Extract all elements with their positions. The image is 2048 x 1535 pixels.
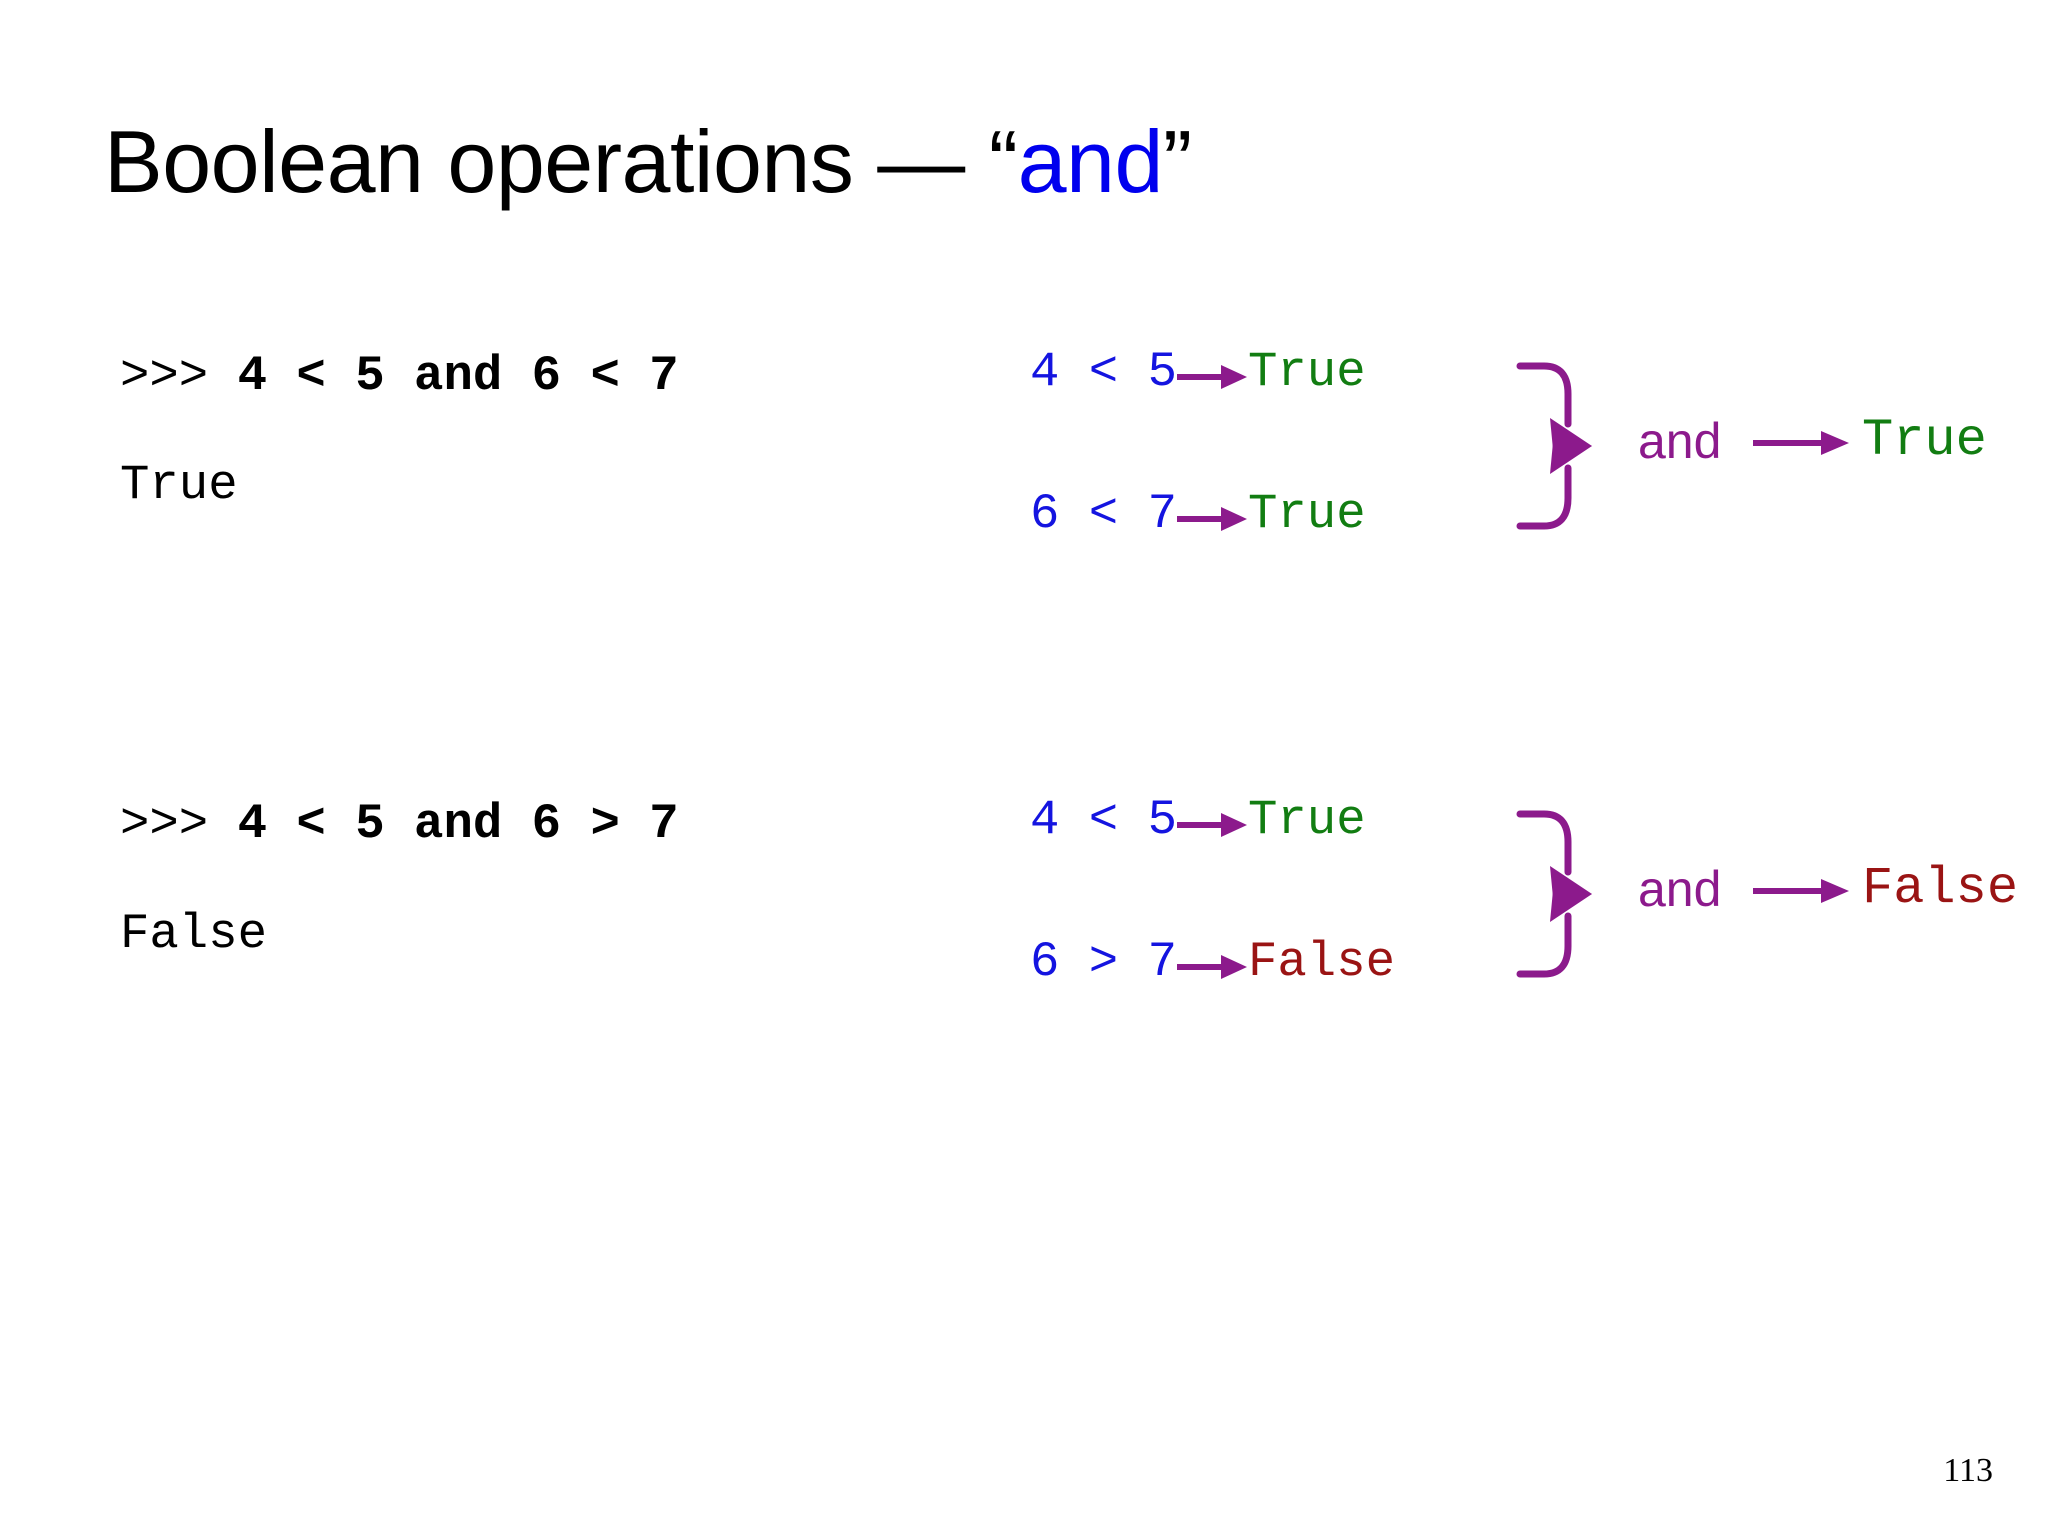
arrow-right-icon [1177, 507, 1247, 531]
diagram1-operator-label: and [1638, 413, 1722, 469]
diagram1-expression-bottom: 6 < 7 [1030, 486, 1178, 542]
diagram1-result-bottom: True [1248, 486, 1366, 542]
evaluation-diagram-2: 4 < 5 True 6 > 7 False and False [1030, 788, 2030, 1008]
console-code-1: 4 < 5 and 6 < 7 [237, 348, 679, 404]
diagram2-expression-bottom: 6 > 7 [1030, 934, 1178, 990]
diagram2-result-bottom: False [1248, 934, 1396, 990]
diagram2-operator-label: and [1638, 861, 1722, 917]
diagram2-result-top: True [1248, 792, 1366, 848]
title-suffix-text: ” [1162, 112, 1192, 211]
diagram2-expression-top: 4 < 5 [1030, 792, 1178, 848]
arrow-right-icon [1753, 431, 1849, 455]
arrow-right-icon [1177, 955, 1247, 979]
brace-converge-icon [1516, 810, 1592, 978]
console-output-1: True [120, 457, 238, 513]
arrow-right-icon [1753, 879, 1849, 903]
page-title: Boolean operations — “and” [104, 118, 1192, 206]
diagram2-final-result: False [1862, 859, 2019, 918]
title-keyword-and: and [1017, 112, 1164, 211]
evaluation-diagram-1: 4 < 5 True 6 < 7 True and True [1030, 340, 2030, 560]
prompt-symbol: >>> [120, 796, 238, 852]
title-prefix-text: Boolean operations — “ [104, 112, 1018, 211]
console-input-line-2: >>> 4 < 5 and 6 > 7 [120, 800, 679, 849]
brace-converge-icon [1516, 362, 1592, 530]
arrow-right-icon [1177, 813, 1247, 837]
console-code-2: 4 < 5 and 6 > 7 [237, 796, 679, 852]
page-number: 113 [1943, 1452, 1993, 1489]
console-input-line-1: >>> 4 < 5 and 6 < 7 [120, 352, 679, 401]
arrow-right-icon [1177, 365, 1247, 389]
prompt-symbol: >>> [120, 348, 238, 404]
console-output-2: False [120, 906, 268, 962]
diagram1-final-result: True [1862, 411, 1987, 470]
diagram1-result-top: True [1248, 344, 1366, 400]
diagram1-expression-top: 4 < 5 [1030, 344, 1178, 400]
